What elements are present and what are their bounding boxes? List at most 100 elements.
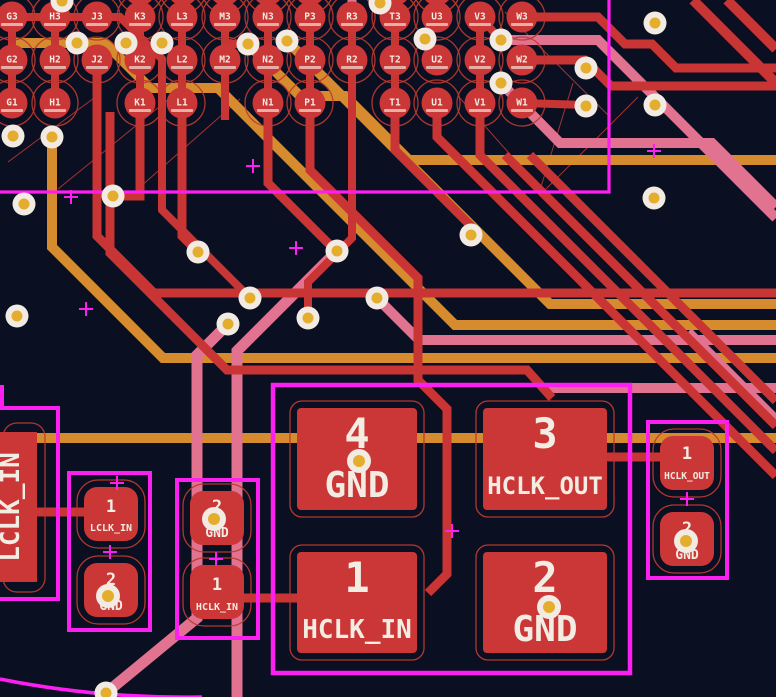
pad-copper-rect[interactable] [84,487,138,541]
bga-pad-J2[interactable]: J2 [73,36,121,84]
via[interactable] [186,240,210,264]
via[interactable] [368,0,392,15]
via[interactable] [347,449,371,473]
trace-red[interactable] [501,151,776,430]
via[interactable] [574,94,598,118]
bga-pad-V2[interactable]: V2 [456,36,504,84]
via[interactable] [101,184,125,208]
trace-red[interactable] [522,12,776,73]
bga-pad-K3[interactable]: K3 [116,0,164,41]
via[interactable] [236,32,260,56]
via[interactable] [65,31,89,55]
bga-pad-N2[interactable]: N2 [244,36,292,84]
pad-net-label: LCLK_IN [90,523,132,534]
bga-pad-W3[interactable]: W3 [498,0,546,41]
via[interactable] [238,286,262,310]
via[interactable] [642,186,666,210]
via[interactable] [365,286,389,310]
trace-red[interactable] [263,103,340,255]
pad-copper-rect[interactable] [483,408,607,510]
pad-copper-rect[interactable] [297,552,417,653]
bga-pad-L3[interactable]: L3 [158,0,206,41]
via[interactable] [296,306,320,330]
bga-pad-W2[interactable]: W2 [498,36,546,84]
trace-red[interactable] [475,103,776,455]
pad-copper-rect[interactable] [190,565,244,619]
trace-orange[interactable] [283,37,776,309]
trace-red[interactable] [689,0,776,87]
via[interactable] [537,595,561,619]
via[interactable] [413,27,437,51]
bga-pad-V1[interactable]: V1 [456,79,504,127]
bga-pad-M3[interactable]: M3 [201,0,249,41]
via[interactable] [489,71,513,95]
bga-pad-P3[interactable]: P3 [286,0,334,41]
via[interactable] [275,29,299,53]
bga-pad-W1[interactable]: W1 [498,79,546,127]
bga-pad-H1[interactable]: H1 [31,79,79,127]
via[interactable] [202,507,226,531]
trace-red[interactable] [723,0,776,53]
via[interactable] [1,124,25,148]
via[interactable] [114,31,138,55]
bga-pad-G2[interactable]: G2 [0,36,36,84]
pad-clearance-ring [413,36,461,84]
via[interactable] [150,31,174,55]
bga-pad-U2[interactable]: U2 [413,36,461,84]
via[interactable] [325,239,349,263]
bga-pad-M2[interactable]: M2 [201,36,249,84]
zone-edge-line[interactable] [0,0,611,194]
bga-pad-P1[interactable]: P1 [286,79,334,127]
trace-red[interactable] [526,151,776,405]
via[interactable] [94,681,118,697]
bga-pad-L1[interactable]: L1 [158,79,206,127]
via[interactable] [12,192,36,216]
courtyard-outline[interactable] [646,420,729,580]
via[interactable] [96,584,120,608]
via[interactable] [216,312,240,336]
pad-clearance-ring [328,0,376,41]
via[interactable] [459,223,483,247]
courtyard-outline[interactable] [67,471,152,632]
bga-pad-R2[interactable]: R2 [328,36,376,84]
trace-red[interactable] [522,55,776,91]
trace-pink[interactable] [102,320,232,697]
bga-pad-H2[interactable]: H2 [31,36,79,84]
bga-pad-L2[interactable]: L2 [158,36,206,84]
courtyard-outline[interactable] [0,406,60,601]
bga-pad-K1[interactable]: K1 [116,79,164,127]
bga-pad-J3[interactable]: J3 [73,0,121,41]
via[interactable] [643,11,667,35]
via[interactable] [674,529,698,553]
bga-pad-V3[interactable]: V3 [456,0,504,41]
pad-copper-rect[interactable] [660,436,714,490]
pad-copper-rect[interactable] [0,432,37,582]
bga-pad-U3[interactable]: U3 [413,0,461,41]
bga-pad-N3[interactable]: N3 [244,0,292,41]
footprint-left-edge-connector[interactable]: LCLK_IN [0,422,46,593]
bga-pad-P2[interactable]: P2 [286,36,334,84]
bga-pad-U1[interactable]: U1 [413,79,461,127]
bga-pad-R3[interactable]: R3 [328,0,376,41]
via[interactable] [574,56,598,80]
via[interactable] [643,93,667,117]
via[interactable] [5,304,29,328]
courtyard-outline[interactable] [270,382,633,676]
bga-pad-G3[interactable]: G3 [0,0,36,41]
bga-pad-T2[interactable]: T2 [371,36,419,84]
courtyard-outline[interactable] [175,478,260,640]
via[interactable] [489,28,513,52]
trace-red[interactable] [305,103,452,597]
pad-designator-label: N1 [262,98,274,109]
bga-pad-N1[interactable]: N1 [244,79,292,127]
via[interactable] [40,125,64,149]
via[interactable] [50,0,74,13]
bga-pad-T1[interactable]: T1 [371,79,419,127]
